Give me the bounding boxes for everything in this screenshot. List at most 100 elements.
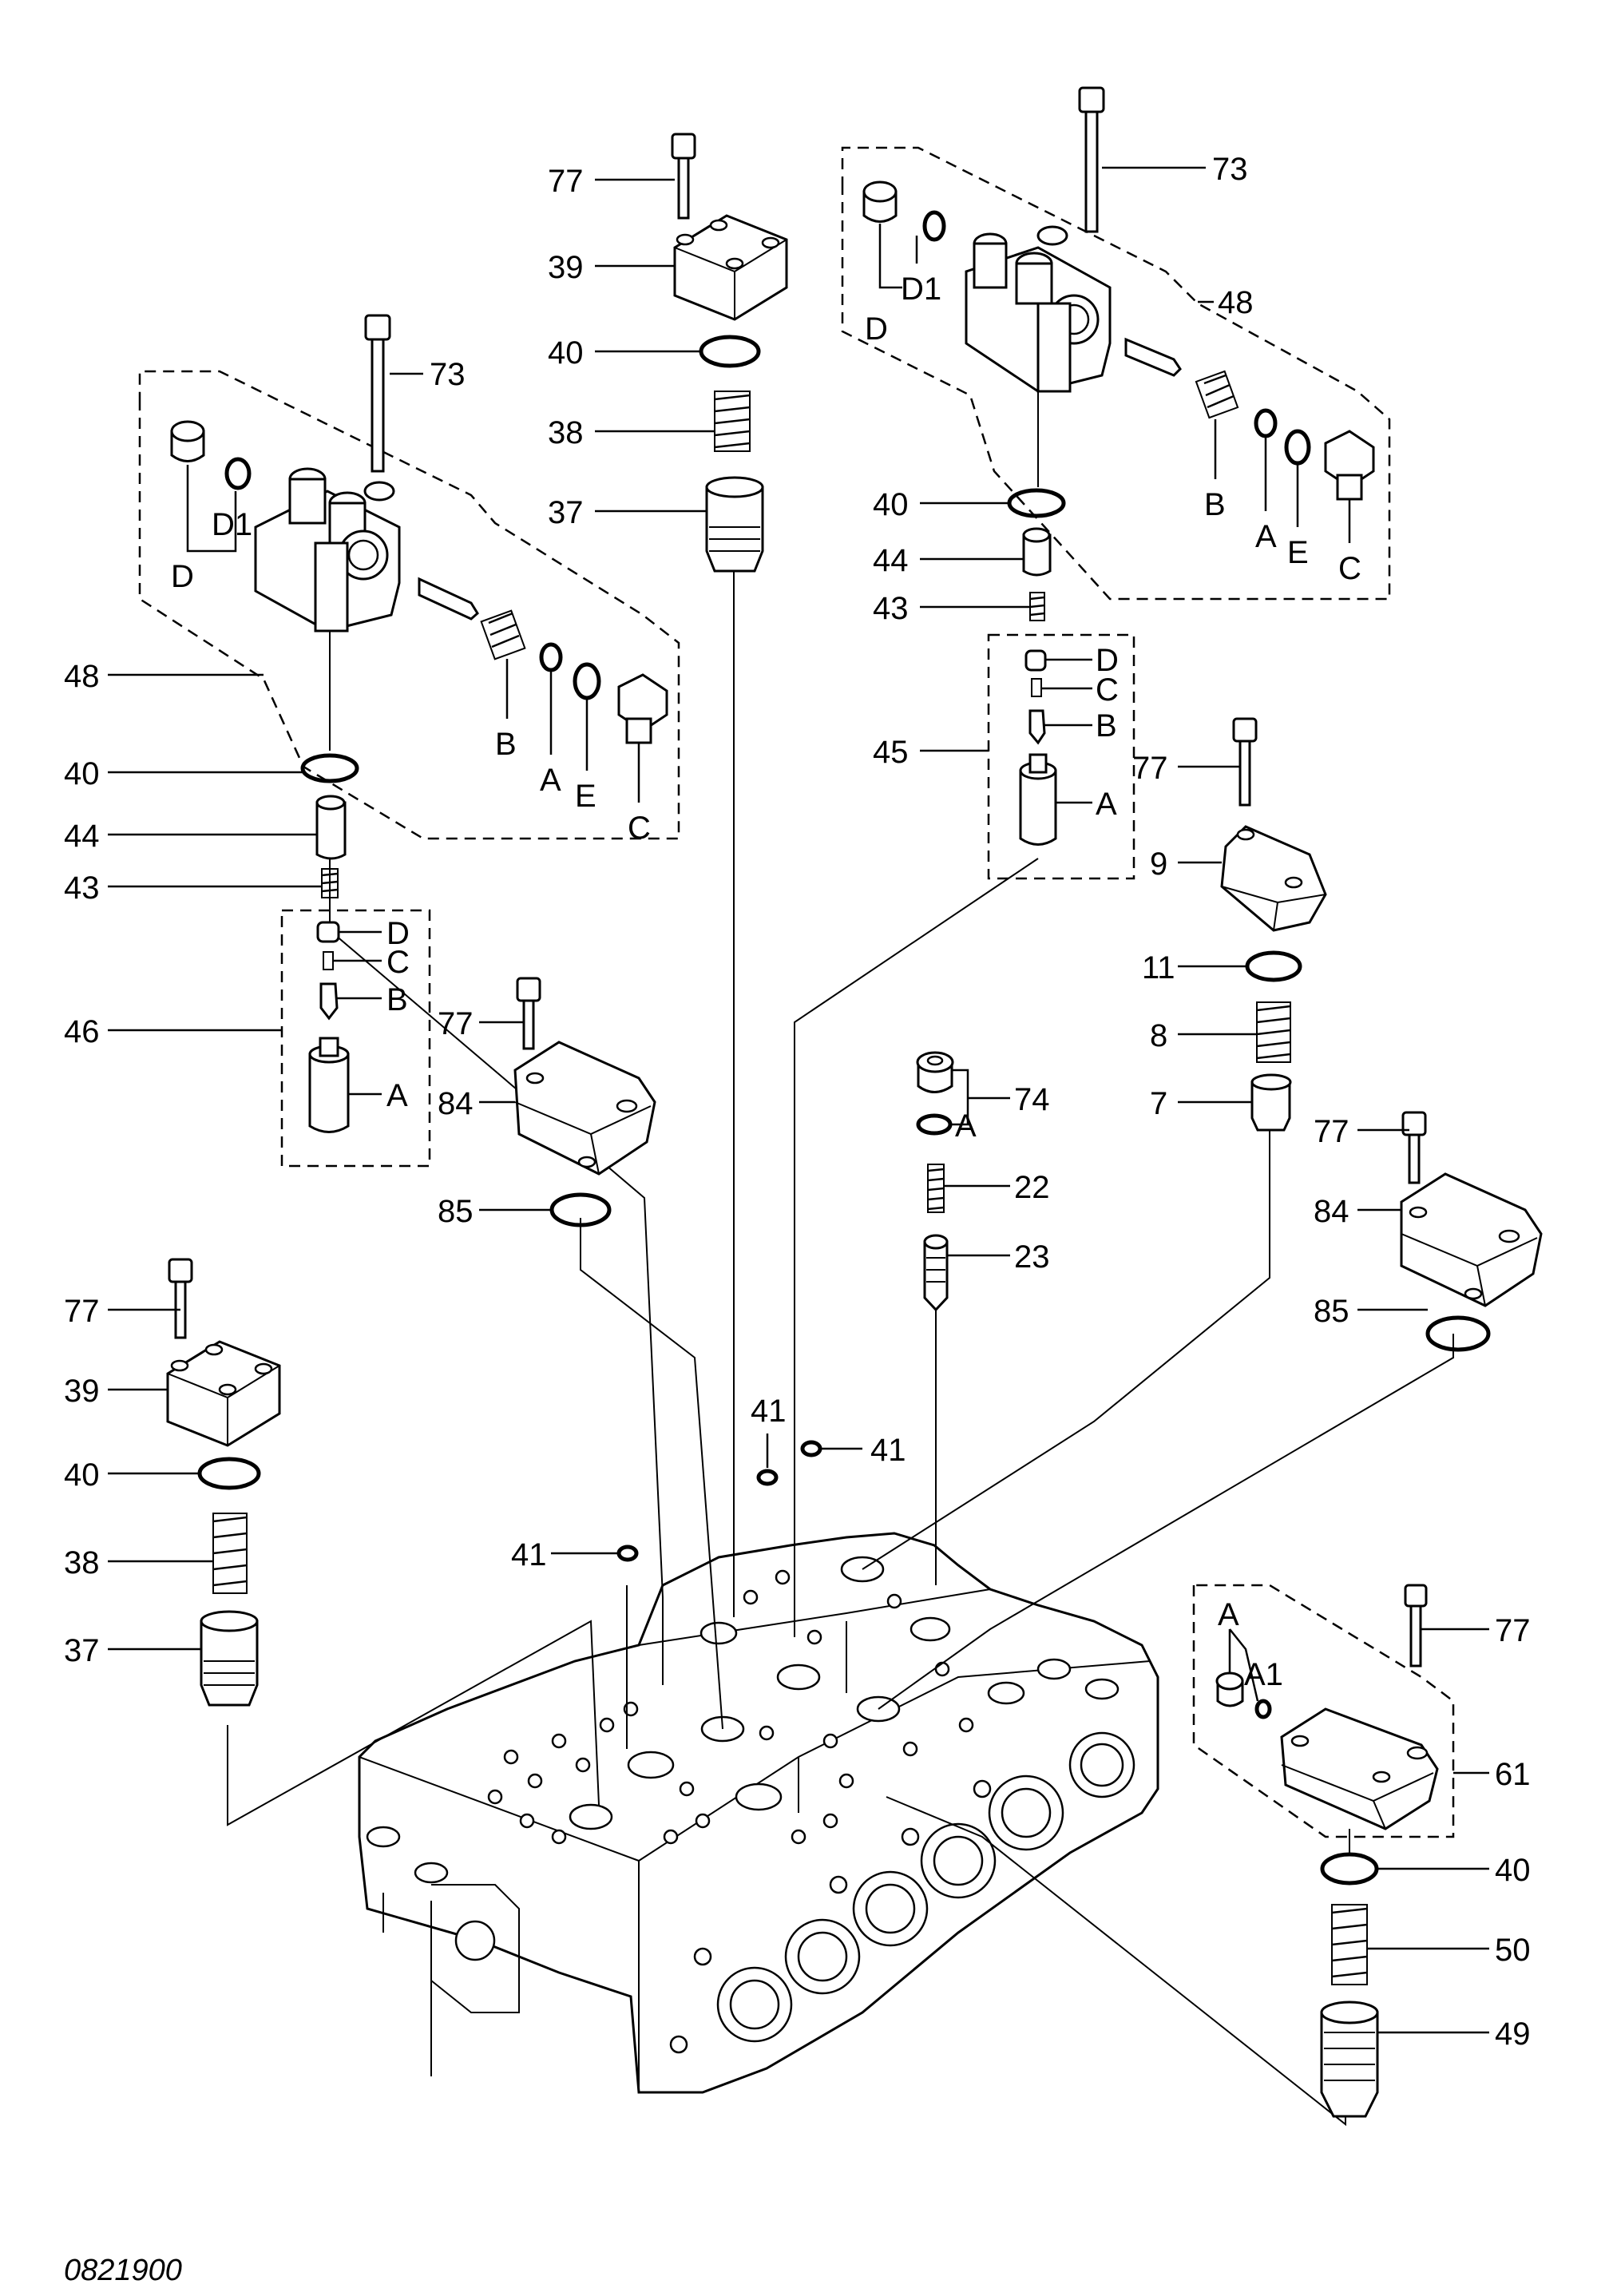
o-ring-40-lower-right [1320, 1852, 1379, 1886]
callout-77-lower-right: 77 [1495, 1613, 1531, 1648]
cover-84-middle [513, 1041, 656, 1176]
cover-39-lower-left [166, 1340, 281, 1447]
bolt-77-right [1232, 717, 1258, 807]
callout-41-c: 41 [511, 1537, 547, 1572]
callout-77-right: 77 [1132, 751, 1168, 786]
spring-8 [1256, 1001, 1291, 1063]
callout-37-top: 37 [548, 495, 584, 530]
callout-40-lower-left: 40 [64, 1457, 100, 1493]
sublabel-D-right: D [865, 311, 888, 347]
sublabel-45-D: D [1096, 643, 1119, 678]
cover-39-top [673, 214, 788, 321]
spring-38-lower-left [212, 1513, 248, 1594]
sublabel-46-D: D [386, 916, 410, 951]
o-ring-40-top [699, 335, 761, 368]
callout-40-left: 40 [64, 756, 100, 791]
plug-D-left [170, 420, 205, 462]
leader-lines [108, 166, 1489, 2034]
callout-41-b: 41 [870, 1433, 906, 1468]
sub-labels: D D1 B A E C D D1 B A E C D C B A D C B … [171, 272, 1361, 1692]
sleeve-44-right [1022, 527, 1052, 577]
callout-44-left: 44 [64, 819, 100, 854]
seat-A-left [539, 642, 563, 672]
kit45-D [1024, 649, 1047, 672]
sublabel-46-C: C [386, 945, 410, 980]
callout-38-lower-left: 38 [64, 1545, 100, 1580]
bolt-77-lower-right [1404, 1584, 1428, 1667]
callout-9: 9 [1150, 847, 1167, 882]
plug-C-left [617, 673, 668, 744]
sublabel-74-A: A [955, 1108, 977, 1144]
spring-38-top [714, 391, 751, 452]
drawing-code: 0821900 [64, 2254, 182, 2287]
kit45-B [1028, 709, 1046, 745]
plug-D-right [862, 180, 898, 223]
callout-40-top: 40 [548, 335, 584, 371]
kit45-C [1031, 678, 1042, 697]
kit46-B [319, 982, 339, 1021]
callouts: 77 39 40 38 37 73 48 40 44 43 45 77 9 11… [64, 152, 1531, 2052]
callout-11: 11 [1142, 950, 1175, 985]
bolt-77-right-lower [1401, 1111, 1427, 1184]
bolt-73-right [1078, 86, 1105, 233]
sublabel-61-A: A [1218, 1597, 1239, 1632]
bolt-77-middle [516, 977, 541, 1050]
kit46-D [316, 921, 340, 943]
callout-7: 7 [1150, 1086, 1167, 1121]
plug-C-right [1324, 430, 1375, 501]
spool-left [418, 577, 479, 621]
callout-50: 50 [1495, 1933, 1531, 1968]
cover-assembly-84-right [1400, 1111, 1543, 1352]
sublabel-A-left: A [540, 763, 561, 798]
callout-39-top: 39 [548, 250, 584, 285]
sublabel-D1-right: D1 [901, 272, 941, 307]
kit45-A [1019, 753, 1057, 846]
callout-8: 8 [1150, 1018, 1167, 1053]
callout-85-right: 85 [1314, 1294, 1349, 1329]
cover-84-right [1400, 1172, 1543, 1307]
callout-61: 61 [1495, 1757, 1531, 1792]
o-ring-D1-right [922, 210, 946, 242]
plug-61-A [1215, 1671, 1244, 1707]
callout-73-left: 73 [430, 357, 466, 392]
o-ring-11 [1245, 950, 1302, 982]
valve-kit-45 [987, 633, 1135, 880]
o-ring-E-left [573, 662, 601, 700]
sublabel-C-left: C [628, 811, 651, 846]
right-stack-40-44-43 [1007, 488, 1066, 621]
spring-43-right [1029, 592, 1045, 621]
callout-49: 49 [1495, 2016, 1531, 2052]
valve-assembly-48-left [138, 314, 680, 840]
callout-77-middle: 77 [438, 1006, 474, 1041]
callout-40-right: 40 [873, 487, 909, 522]
pin-23 [923, 1234, 949, 1312]
sleeve-44-left [315, 795, 347, 860]
valve-kit-46 [280, 909, 431, 1168]
bolt-77-top [671, 133, 696, 220]
spring-43-left [321, 868, 339, 898]
left-stack-40-44-43 [300, 753, 359, 898]
sublabel-B-left: B [495, 727, 517, 762]
sublabel-46-A: A [386, 1078, 408, 1113]
valve-body-48-left [254, 467, 401, 632]
sublabel-D-left: D [171, 559, 194, 594]
cover-assembly-9 [1220, 717, 1327, 1132]
sublabel-45-C: C [1096, 672, 1119, 708]
valve-kit-61 [1192, 1584, 1455, 1853]
o-ring-40-right [1007, 488, 1066, 518]
o-ring-D1-left [224, 457, 252, 490]
callout-77-right-lower: 77 [1314, 1114, 1349, 1149]
spring-B-left [480, 609, 526, 660]
callout-38-top: 38 [548, 415, 584, 450]
o-ring-61-A1 [1254, 1699, 1272, 1719]
cover-9 [1220, 825, 1327, 932]
callout-37-lower-left: 37 [64, 1633, 100, 1668]
spring-50 [1331, 1904, 1368, 1985]
valve-housing [358, 1532, 1159, 2094]
sublabel-45-B: B [1096, 708, 1117, 744]
callout-46: 46 [64, 1014, 100, 1049]
sublabel-E-left: E [575, 779, 596, 814]
callout-48-left: 48 [64, 659, 100, 694]
bolt-77-lower-left [168, 1258, 193, 1339]
